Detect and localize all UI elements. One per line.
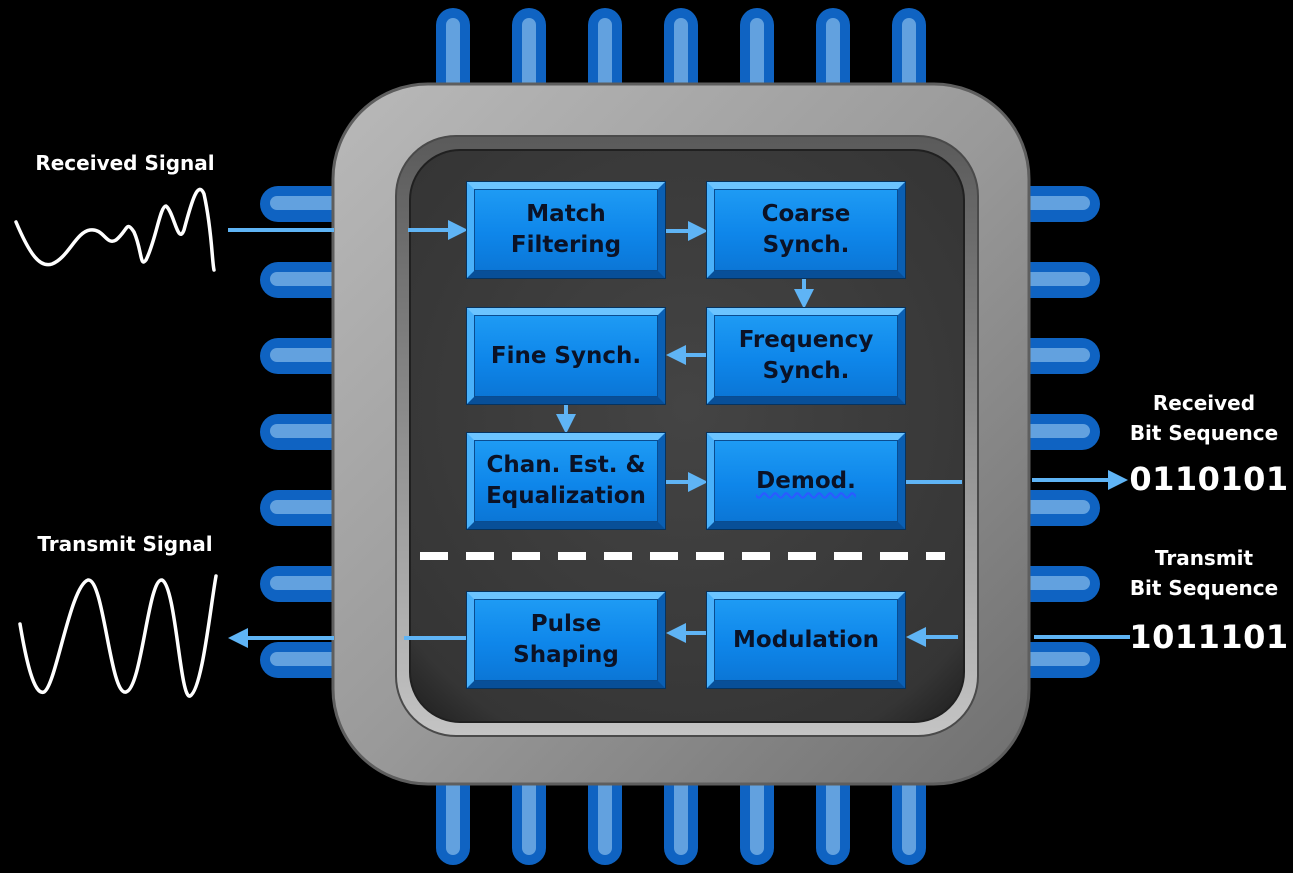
received-signal-label: Received Signal [35, 151, 215, 175]
transmit-signal-label: Transmit Signal [37, 532, 213, 556]
chan-est-line1: Chan. Est. & [486, 452, 646, 478]
coarse-synch-line2: Synch. [762, 232, 850, 258]
received-bits-label-line1: Received [1152, 391, 1256, 415]
demod-block: Demod. [707, 433, 905, 529]
transmit-bits-value: 1011101 [1129, 618, 1289, 656]
chan-est-line2: Equalization [486, 483, 646, 509]
fine-synch-block: Fine Synch. [467, 308, 665, 404]
frequency-synch-block: Frequency Synch. [707, 308, 905, 404]
transmit-bits-label-line1: Transmit [1154, 546, 1254, 570]
modulation-block: Modulation [707, 592, 905, 688]
frequency-synch-line1: Frequency [738, 327, 874, 353]
received-signal-waveform [14, 187, 216, 272]
transmit-bits-label: Transmit Bit Sequence [1118, 543, 1290, 603]
demod-line1: Demod. [756, 467, 856, 494]
match-filtering-line2: Filtering [510, 232, 622, 258]
fine-synch-line1: Fine Synch. [490, 342, 642, 369]
received-bits-value: 0110101 [1129, 460, 1289, 498]
chip-die [409, 149, 965, 723]
received-bits-label-line2: Bit Sequence [1129, 421, 1279, 445]
transmit-signal-waveform [18, 574, 218, 698]
pulse-shaping-line2: Shaping [513, 642, 619, 668]
match-filtering-block: Match Filtering [467, 182, 665, 278]
pulse-shaping-line1: Pulse [530, 611, 602, 637]
pulse-shaping-block: Pulse Shaping [467, 592, 665, 688]
match-filtering-line1: Match [526, 201, 606, 227]
chan-est-equalization-block: Chan. Est. & Equalization [467, 433, 665, 529]
coarse-synch-block: Coarse Synch. [707, 182, 905, 278]
transmit-bits-label-line2: Bit Sequence [1129, 576, 1279, 600]
received-bits-label: Received Bit Sequence [1118, 388, 1290, 448]
frequency-synch-line2: Synch. [762, 358, 850, 384]
modulation-line1: Modulation [733, 626, 879, 653]
coarse-synch-line1: Coarse [761, 201, 851, 227]
flow-arrows [228, 220, 1130, 648]
